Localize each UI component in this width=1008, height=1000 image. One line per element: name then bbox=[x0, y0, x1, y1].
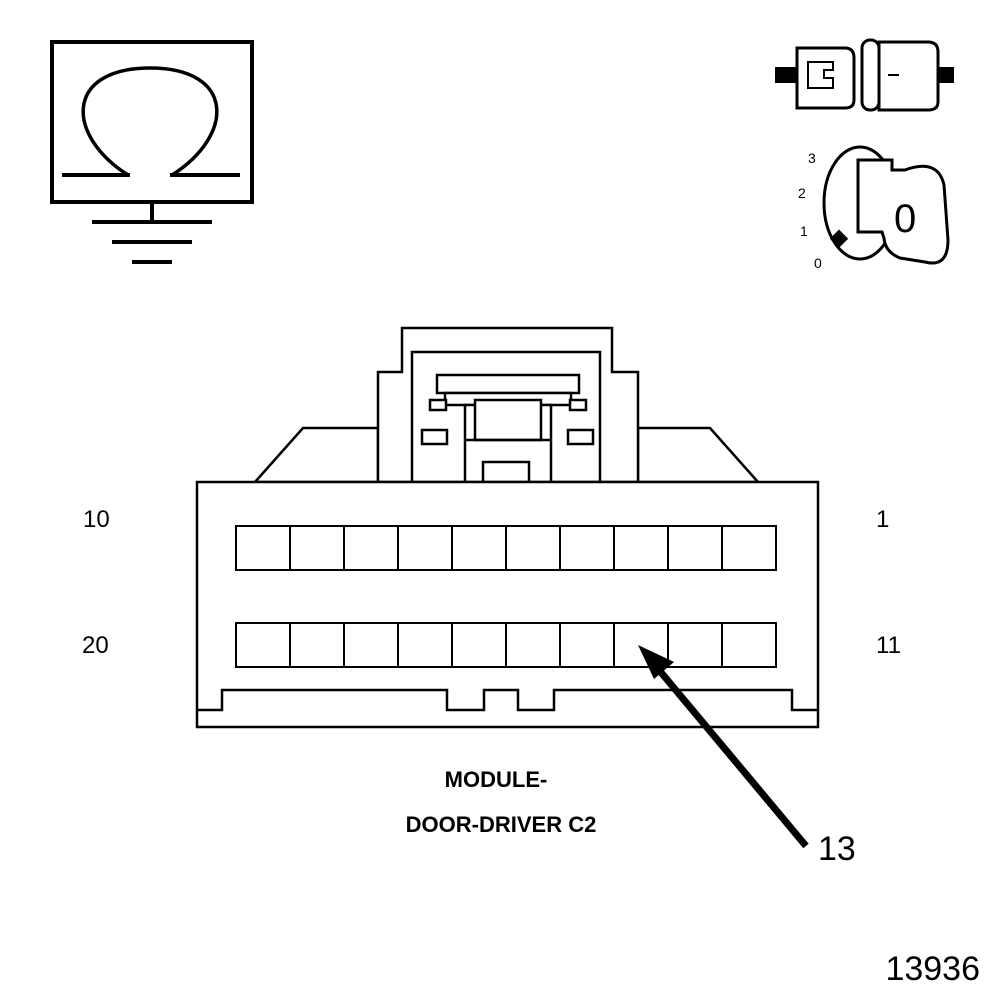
connector-cavities bbox=[235, 525, 777, 668]
connector-body bbox=[195, 326, 820, 729]
key-position-3: 3 bbox=[808, 150, 816, 166]
cavity-pin-14 bbox=[559, 622, 615, 668]
cavity-pin-18 bbox=[343, 622, 399, 668]
pin-label-1: 1 bbox=[876, 506, 889, 533]
cavity-pin-16 bbox=[451, 622, 507, 668]
ignition-key-icon bbox=[822, 145, 950, 265]
callout-label: 13 bbox=[818, 830, 856, 868]
connector-disconnected-icon bbox=[775, 38, 954, 112]
figure-number: 13936 bbox=[885, 950, 980, 988]
cavity-pin-10 bbox=[235, 525, 291, 571]
cavity-pin-17 bbox=[397, 622, 453, 668]
key-position-1: 1 bbox=[800, 223, 808, 239]
cavity-pin-15 bbox=[505, 622, 561, 668]
callout-arrow bbox=[638, 645, 809, 849]
key-position-0: 0 bbox=[814, 255, 822, 271]
ohmmeter-ground-icon bbox=[50, 40, 254, 264]
connector-title-line1: MODULE- bbox=[445, 767, 548, 792]
key-text: 0 bbox=[894, 197, 916, 241]
cavity-pin-7 bbox=[397, 525, 453, 571]
cavity-pin-8 bbox=[343, 525, 399, 571]
cavity-pin-3 bbox=[613, 525, 669, 571]
cavity-pin-4 bbox=[559, 525, 615, 571]
cavity-pin-9 bbox=[289, 525, 345, 571]
cavity-pin-12 bbox=[667, 622, 723, 668]
pin-label-10: 10 bbox=[83, 506, 110, 533]
key-position-2: 2 bbox=[798, 185, 806, 201]
cavity-pin-1 bbox=[721, 525, 777, 571]
cavity-pin-20 bbox=[235, 622, 291, 668]
cavity-pin-2 bbox=[667, 525, 723, 571]
cavity-pin-6 bbox=[451, 525, 507, 571]
pin-label-11: 11 bbox=[876, 632, 901, 659]
connector-title-line2: DOOR-DRIVER C2 bbox=[406, 812, 597, 837]
cavity-pin-5 bbox=[505, 525, 561, 571]
cavity-pin-11 bbox=[721, 622, 777, 668]
cavity-pin-19 bbox=[289, 622, 345, 668]
pin-label-20: 20 bbox=[82, 632, 109, 659]
